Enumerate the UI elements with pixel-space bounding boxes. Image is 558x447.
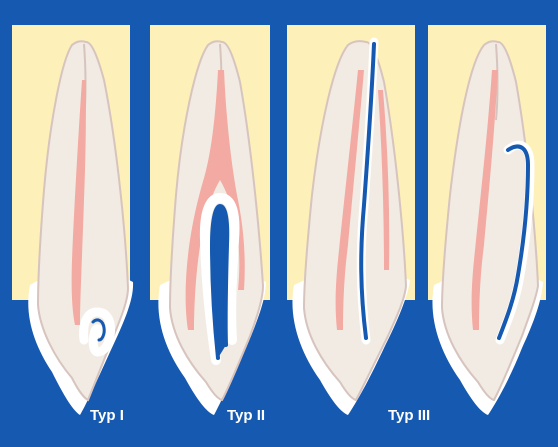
label-type-3: Typ III	[388, 407, 430, 424]
label-type-1: Typ I	[90, 407, 124, 424]
invagination-lumen-2	[212, 206, 227, 358]
label-type-2: Typ II	[227, 407, 265, 424]
